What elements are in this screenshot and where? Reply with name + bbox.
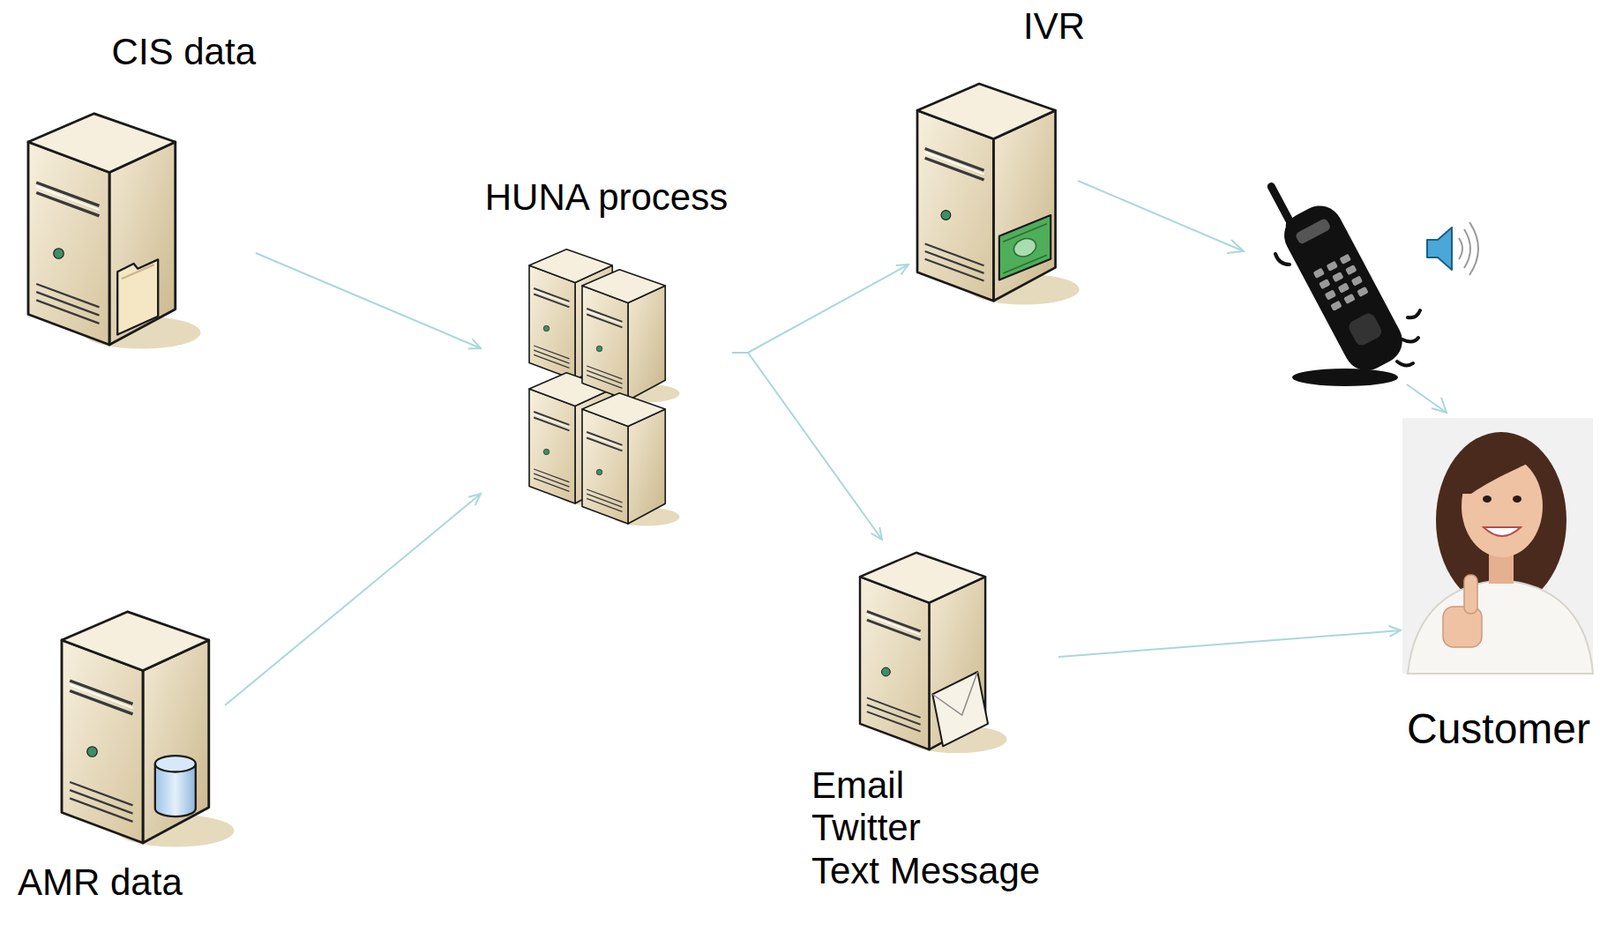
folder-icon: [117, 259, 158, 335]
flow-arrow: [1058, 630, 1401, 658]
envelope-icon: [932, 672, 988, 747]
customer-photo: [1402, 418, 1593, 674]
flow-arrow: [224, 493, 481, 706]
node-label: Email: [811, 764, 905, 808]
label-group: IVR: [908, 5, 1085, 48]
node-label: Twitter: [811, 807, 921, 850]
server-icon: [28, 113, 202, 350]
server-icon: [61, 612, 235, 848]
server-node: EmailTwitterText Message: [811, 539, 1059, 893]
node-label: Text Message: [811, 850, 1040, 893]
flow-arrow: [732, 264, 909, 353]
node-label: AMR data: [17, 861, 183, 905]
server-cluster-node: HUNA process: [480, 176, 733, 530]
server-icon: [917, 83, 1080, 306]
phone-icon: [1258, 164, 1421, 387]
label-group: EmailTwitterText Message: [811, 764, 1059, 893]
flow-arrow: [732, 352, 883, 540]
server-node: AMR data: [17, 599, 225, 905]
node-label: IVR: [1023, 5, 1085, 48]
server-icon: [859, 553, 1008, 754]
server-icon: [582, 393, 681, 527]
flow-arrow: [255, 253, 481, 349]
label-group: Customer: [1400, 704, 1597, 754]
label-group: AMR data: [17, 861, 225, 905]
speaker-icon: [1427, 222, 1479, 276]
database-icon: [155, 755, 196, 817]
node-label: Customer: [1406, 704, 1591, 754]
node-label: CIS data: [112, 30, 256, 74]
label-group: CIS data: [26, 30, 256, 74]
node-label: HUNA process: [485, 176, 728, 219]
phone-arrow: [1077, 180, 1447, 413]
server-node: CIS data: [26, 30, 256, 349]
money-icon: [999, 215, 1051, 280]
server-icon: [582, 269, 681, 404]
person-node: Customer: [1400, 418, 1597, 754]
server-node: IVR: [908, 5, 1085, 310]
label-group: HUNA process: [480, 176, 733, 219]
